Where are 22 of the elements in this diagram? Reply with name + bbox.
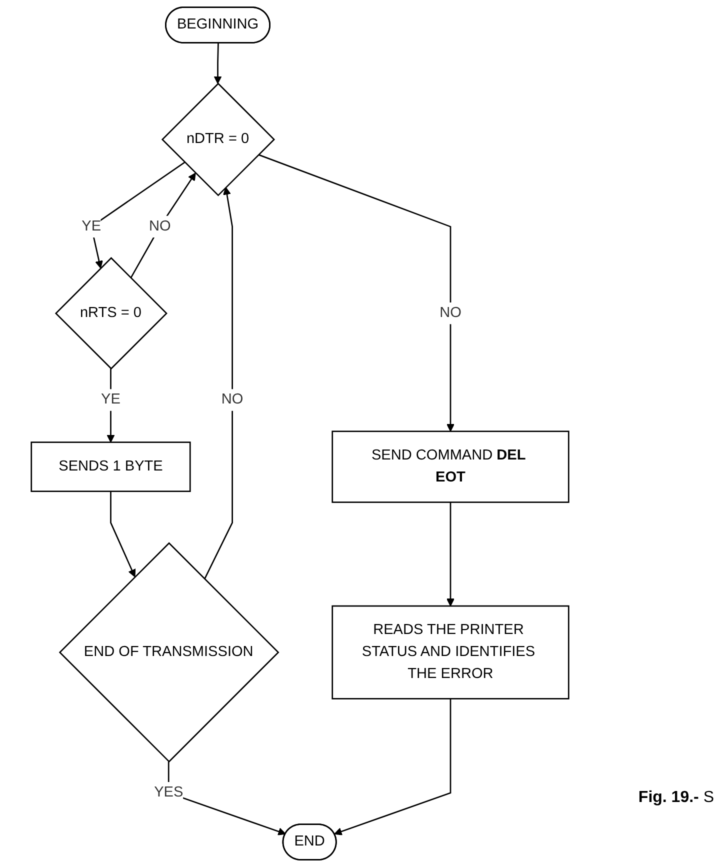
arrow xyxy=(446,502,454,606)
edge-label: YES xyxy=(154,784,184,800)
arrow xyxy=(204,186,233,580)
node-box: READS THE PRINTER STATUS AND IDENTIFIES THE ERROR xyxy=(332,605,570,700)
arrow xyxy=(106,368,115,443)
arrow xyxy=(90,162,186,268)
arrow xyxy=(334,698,452,836)
edge-label: YE xyxy=(82,218,102,234)
edge-label: NO xyxy=(149,218,171,234)
node-box: SENDS 1 BYTE xyxy=(30,442,191,492)
edge-label: NO xyxy=(440,305,462,321)
arrow xyxy=(258,154,454,432)
edge-label: YE xyxy=(101,392,120,408)
arrow xyxy=(214,43,222,84)
edge-label: NO xyxy=(221,392,244,408)
node-diamond: END OF TRANSMISSION xyxy=(58,542,280,763)
arrow xyxy=(110,491,136,578)
figure-caption: Fig. 19.- S xyxy=(638,789,714,807)
node-diamond: nRTS = 0 xyxy=(54,257,168,370)
arrow xyxy=(130,172,196,278)
node-diamond: nDTR = 0 xyxy=(161,82,276,196)
node-box: SEND COMMAND DEL EOT xyxy=(332,430,570,503)
